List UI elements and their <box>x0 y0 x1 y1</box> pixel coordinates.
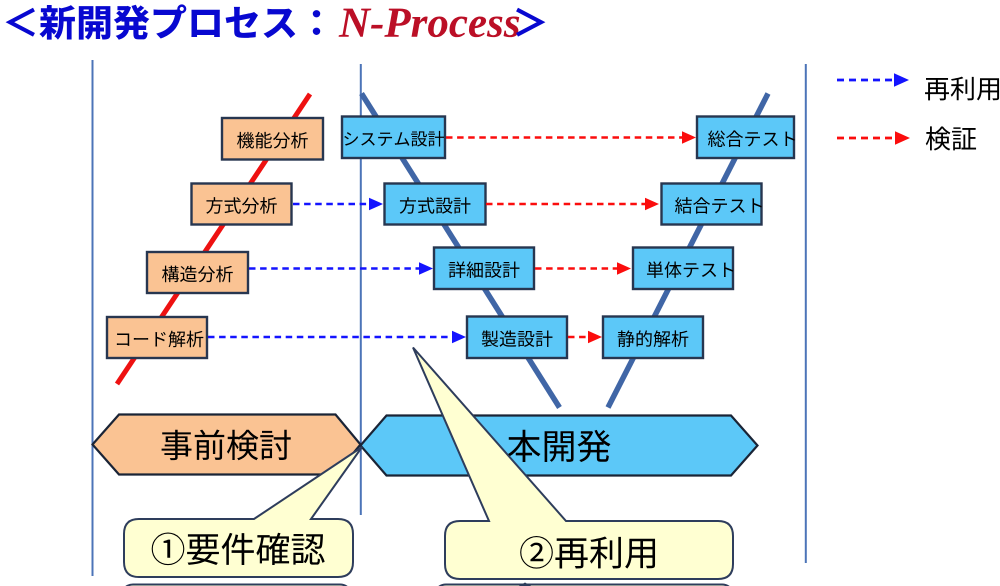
legend-reuse-arrow-head <box>894 73 909 87</box>
box-unit-test <box>631 246 735 291</box>
arrow-reuse-method-head <box>369 197 383 211</box>
arrow-reuse-code <box>208 330 466 344</box>
box-manufacturing-design-label <box>481 330 553 347</box>
box-method-analysis <box>190 182 293 226</box>
box-system-test <box>695 115 796 160</box>
legend-reuse-arrow <box>837 73 909 87</box>
arrow-reuse-structure-head <box>419 262 433 275</box>
arrow-verify-method-head <box>645 197 659 211</box>
arrow-reuse-code-head <box>452 330 466 344</box>
legend-verify-label <box>925 126 977 151</box>
arrow-verify-static <box>568 330 602 344</box>
box-detail-design-label <box>448 261 520 278</box>
box-system-test-label <box>707 130 795 147</box>
arrow-reuse-method <box>293 197 383 211</box>
callout-requirement-check <box>123 446 363 578</box>
arrow-verify-detail-head <box>617 262 631 275</box>
box-detail-design <box>432 246 536 291</box>
box-integration-test <box>660 182 763 226</box>
box-function-analysis-shape <box>220 116 325 161</box>
box-static-analysis-label <box>617 330 689 347</box>
box-method-analysis-label <box>206 197 277 214</box>
box-structure-analysis <box>145 250 250 295</box>
callout-reuse-shape <box>412 346 734 580</box>
arrow-verify-method <box>486 197 659 211</box>
box-method-design <box>383 182 487 226</box>
box-function-analysis <box>220 116 325 161</box>
arrow-reuse-structure <box>249 262 433 275</box>
arrow-verify-system-head <box>682 131 696 144</box>
box-function-analysis-label <box>237 131 308 149</box>
box-unit-test-label <box>646 261 734 278</box>
callout-requirement-check-label <box>151 532 325 566</box>
box-code-analysis-label <box>116 330 204 348</box>
legend-verify-arrow <box>837 131 910 145</box>
box-manufacturing-design <box>465 315 569 360</box>
box-integration-test-label <box>674 197 762 214</box>
box-structure-analysis-label <box>162 265 233 283</box>
arrow-verify-static-head <box>588 330 602 344</box>
page-title <box>5 4 546 40</box>
box-system-design-label <box>344 130 445 147</box>
title-latin-name <box>338 8 520 38</box>
box-unit-test-shape <box>631 246 735 291</box>
box-static-analysis <box>601 315 705 360</box>
box-integration-test-shape <box>660 182 763 226</box>
phase-preliminary-study-label <box>161 429 291 461</box>
box-code-analysis <box>105 315 209 360</box>
phase-main-development-label <box>507 429 611 463</box>
legend <box>837 73 1000 151</box>
arrow-verify-detail <box>535 262 631 275</box>
cropped-callout-tail-tip <box>518 582 532 586</box>
box-structure-analysis-shape <box>145 250 250 295</box>
phase-main-development <box>359 414 759 477</box>
callout-reuse-label <box>520 536 656 569</box>
title-jp-prefix <box>5 4 321 40</box>
phase-preliminary-study <box>91 413 362 476</box>
arrow-verify-system <box>446 131 696 144</box>
phase-preliminary-study-shape <box>91 413 362 476</box>
title-jp-suffix <box>516 7 546 37</box>
legend-reuse-label <box>925 76 1000 101</box>
box-method-design-label <box>399 197 471 214</box>
box-system-design-shape <box>340 115 447 160</box>
box-system-design <box>340 115 447 160</box>
callout-reuse <box>412 346 734 580</box>
legend-verify-arrow-head <box>895 131 910 145</box>
